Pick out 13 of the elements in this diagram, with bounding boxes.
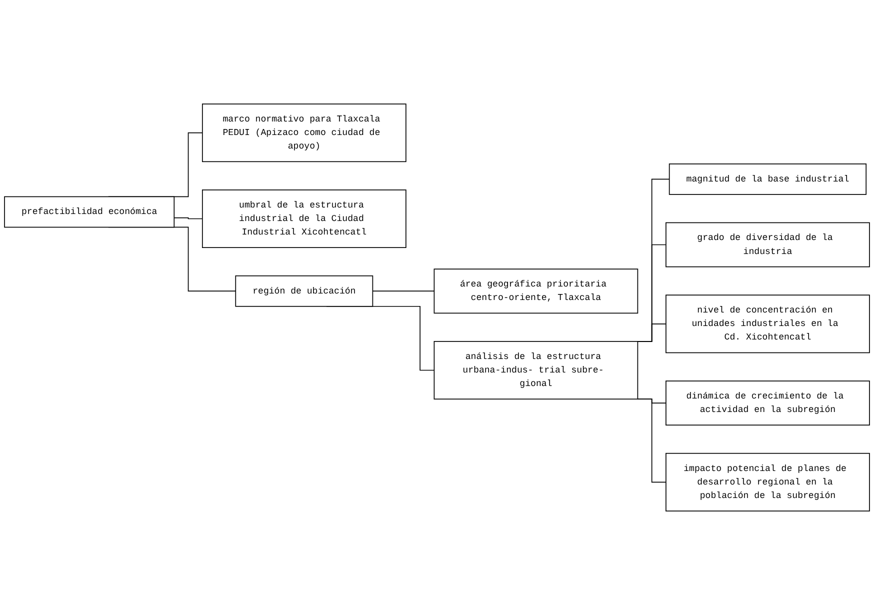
node-box: dinámica de crecimiento de la actividad en la subregión [666,380,870,426]
node-box: región de ubicación [235,275,374,307]
connector [372,290,435,292]
connector [174,217,203,220]
node-box: área geográfica prioritaria centro-oriente, Tlaxcala [434,268,638,314]
node-box: grado de diversidad de la industria [666,222,870,268]
node-box: umbral de la estructura industrial de la Ciudad Industrial Xicohtencatl [202,189,406,248]
node-box: magnitud de la base industrial [668,163,867,195]
node-box: análisis de la estructura urbana-indus- trial subre- gional [434,341,638,400]
node-box: impacto potencial de planes de desarrollo regional en la población de la subregión [666,452,870,512]
node-box: prefactibilidad económica [4,196,175,228]
node-box: nivel de concentración en unidades industriales en la Cd. Xicohtencatl [666,294,870,354]
node-box: marco normativo para Tlaxcala PEDUI (Apizaco como ciudad de apoyo) [202,104,406,162]
